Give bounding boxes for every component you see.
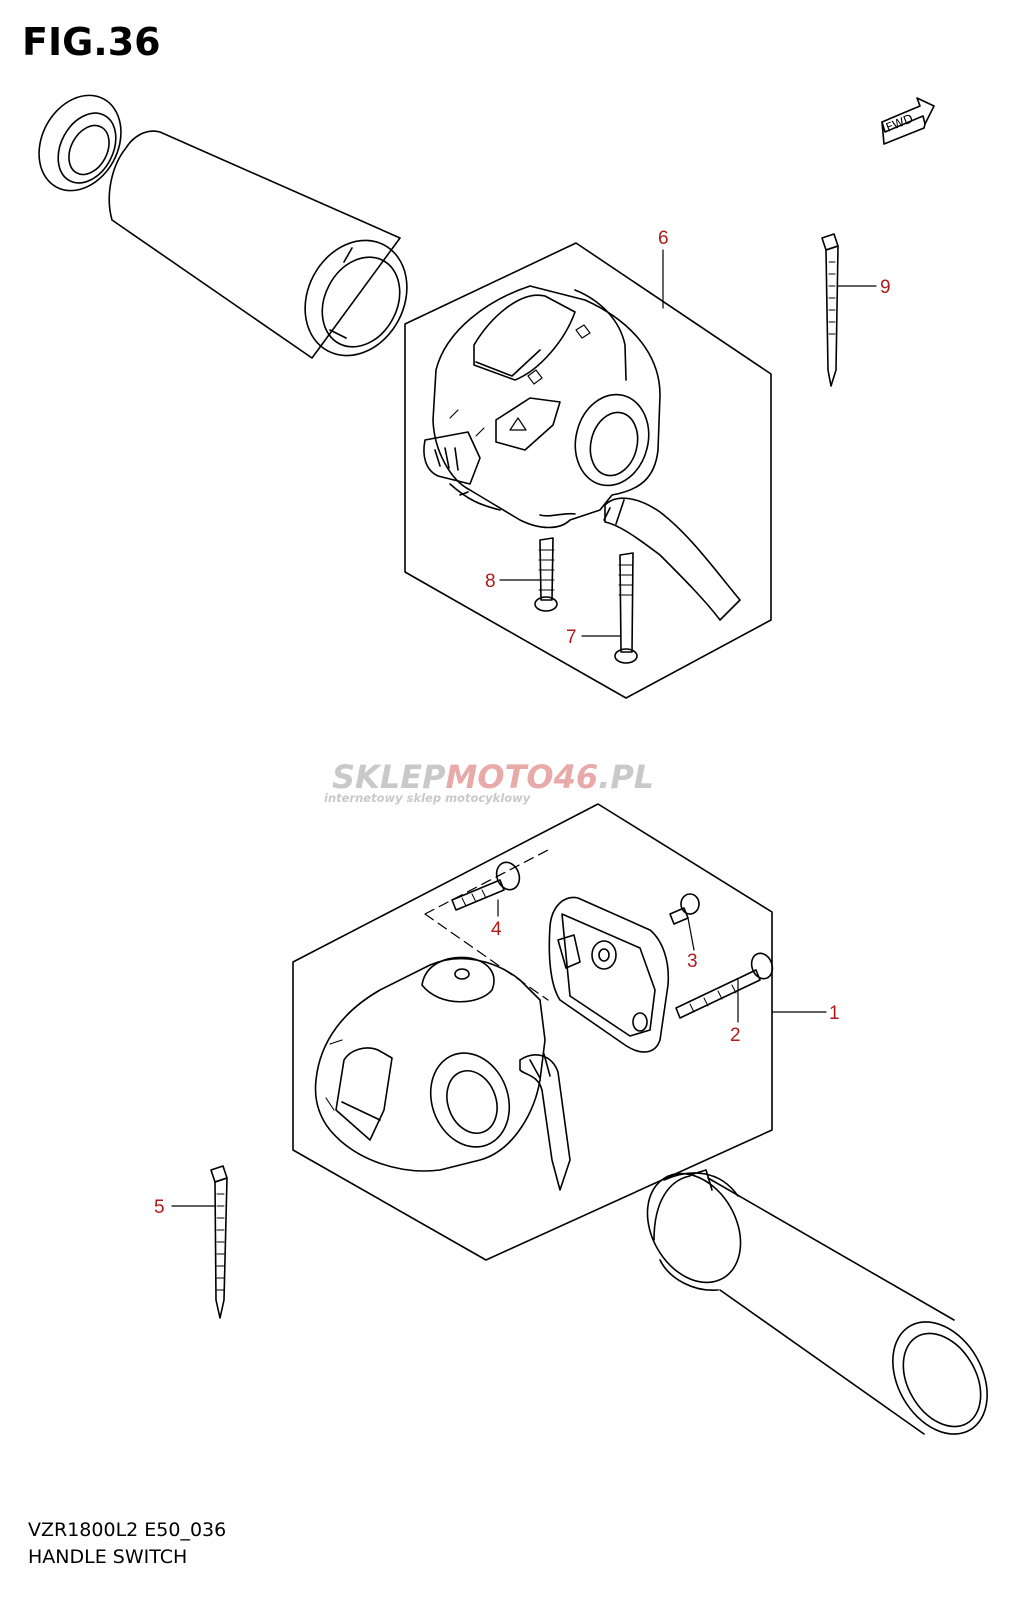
switch-holder-part[interactable] (548, 896, 670, 1053)
leader-lines (171, 249, 877, 1207)
watermark-part2: MOTO (446, 758, 554, 796)
callout-8: 8 (485, 571, 496, 592)
callout-2: 2 (730, 1025, 741, 1046)
callout-9: 9 (880, 277, 891, 298)
footer-model-code: VZR1800L2 E50_036 (28, 1519, 227, 1541)
callout-4: 4 (491, 919, 502, 940)
handle-switch-left-part[interactable] (423, 285, 741, 621)
callout-3: 3 (687, 951, 698, 972)
screw-3-part[interactable] (669, 893, 700, 925)
watermark: SKLEPMOTO46.PL internetowy sklep motocyk… (324, 758, 654, 805)
fwd-arrow-icon (881, 97, 935, 145)
cable-tie-5-part[interactable] (210, 1165, 228, 1319)
bolt-4-part[interactable] (451, 859, 523, 911)
watermark-part1: SKLEP (332, 758, 446, 796)
svg-text:SKLEPMOTO46.PL: SKLEPMOTO46.PL (332, 758, 654, 796)
fwd-label: FWD (884, 111, 915, 134)
watermark-part3: 46 (553, 758, 599, 796)
assembly-guide-lines (424, 849, 549, 1001)
cable-tie-9-part[interactable] (821, 233, 839, 387)
callout-1: 1 (829, 1003, 840, 1024)
grip-left-part[interactable] (23, 81, 427, 373)
grip-right-part[interactable] (629, 1157, 1007, 1451)
callout-5: 5 (154, 1197, 165, 1218)
watermark-tagline: internetowy sklep motocyklowy (324, 791, 531, 805)
bolt-2-part[interactable] (675, 950, 776, 1019)
callout-7: 7 (566, 627, 577, 648)
screw-7-part[interactable] (614, 552, 638, 664)
watermark-part4: .PL (598, 758, 654, 796)
assembly-frame-lower (292, 803, 773, 1261)
figure-title: FIG.36 (22, 20, 161, 64)
assembly-frame-upper (404, 242, 772, 699)
callout-6: 6 (658, 228, 669, 249)
screw-8-part[interactable] (534, 537, 558, 612)
footer-section-name: HANDLE SWITCH (28, 1546, 188, 1568)
handle-switch-right-part[interactable] (314, 956, 571, 1191)
